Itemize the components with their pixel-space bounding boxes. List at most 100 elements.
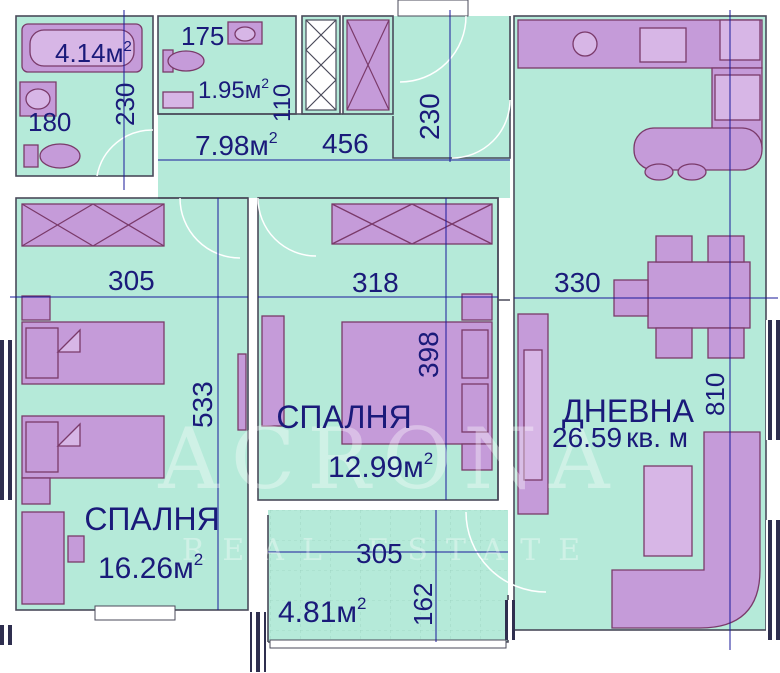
bedroom2-furniture xyxy=(261,293,493,471)
stove xyxy=(714,74,761,121)
double-bed-pillow-1 xyxy=(461,329,489,379)
dining xyxy=(517,235,751,515)
door-hall-bed1 xyxy=(179,197,241,259)
desk xyxy=(21,511,65,605)
dim-533: 533 xyxy=(187,381,218,428)
watermark-sub: REAL ESTATE xyxy=(182,533,598,568)
dim-162: 162 xyxy=(408,583,438,626)
wardrobe-bedroom1 xyxy=(21,203,165,247)
sofa-body xyxy=(611,431,761,629)
single-bed-2-pillow xyxy=(25,421,59,473)
toilet-tank xyxy=(23,144,39,168)
single-bed-1-fold xyxy=(56,328,81,353)
bedroom1-door-mark xyxy=(237,353,247,431)
chair-3 xyxy=(655,327,693,359)
storage-cross xyxy=(305,19,337,111)
living-name: ДНЕВНА xyxy=(562,393,695,429)
doors xyxy=(96,15,547,593)
entry-floor xyxy=(393,16,511,116)
wc-fixtures xyxy=(162,21,263,109)
dim-398: 398 xyxy=(413,331,444,378)
bar-stool-2 xyxy=(677,163,707,181)
dim-230b: 230 xyxy=(414,93,445,140)
desk-chair xyxy=(67,535,85,563)
kitchen-island xyxy=(633,127,763,171)
wardrobe-bedroom2-cross xyxy=(331,203,493,245)
bottom-wall-hatch-2 xyxy=(505,600,515,640)
closet-cross xyxy=(346,19,390,111)
dim-305a: 305 xyxy=(108,265,155,296)
bedroom1-name: СПАЛНЯ xyxy=(84,501,219,537)
bedroom2-walls xyxy=(257,197,499,501)
bedroom1-area: 16.26м2 xyxy=(98,550,203,585)
kitchen xyxy=(517,19,763,181)
dimension-labels: 175 110 230 180 456 230 305 318 330 533 … xyxy=(28,21,730,626)
dim-810: 810 xyxy=(700,373,730,416)
dim-456: 456 xyxy=(322,128,369,159)
wc-sink-basin xyxy=(234,26,256,42)
toilet-bowl xyxy=(39,143,81,169)
door-entry xyxy=(399,15,467,83)
left-wall-hatch xyxy=(0,340,14,500)
chair-1 xyxy=(655,235,693,263)
sofa xyxy=(611,431,761,629)
window-terrace xyxy=(269,639,507,649)
coffee-table xyxy=(643,465,693,557)
watermark: ACRONA REAL ESTATE xyxy=(157,410,621,568)
dim-175: 175 xyxy=(181,21,224,51)
bathroom-walls xyxy=(15,15,154,177)
fridge xyxy=(719,19,761,61)
right-wall-hatch-2 xyxy=(766,520,780,640)
sink-basin xyxy=(25,88,51,110)
outer-wall-hatches xyxy=(0,320,780,672)
window-bedroom1 xyxy=(94,605,176,621)
wardrobe-bedroom2 xyxy=(331,203,493,245)
dim-110: 110 xyxy=(269,84,296,122)
dim-230a: 230 xyxy=(110,83,140,126)
dimension-lines xyxy=(10,10,778,650)
tv-stand-inner xyxy=(523,349,543,481)
nightstand-2 xyxy=(21,477,51,505)
double-bed-pillow-2 xyxy=(461,383,489,433)
bedroom2-desk xyxy=(261,315,285,427)
door-hall-bed2 xyxy=(257,197,317,257)
nightstand-3 xyxy=(461,293,493,321)
wc-area: 1.95м2 xyxy=(198,75,269,104)
storage-units xyxy=(305,19,390,111)
wc-toilet-bowl xyxy=(167,50,205,72)
wardrobes xyxy=(21,203,493,247)
left-wall-hatch-2 xyxy=(0,625,16,645)
nightstand-1 xyxy=(21,295,51,321)
single-bed-1-pillow xyxy=(25,327,59,379)
kitchen-appliance xyxy=(572,31,598,57)
dim-180: 180 xyxy=(28,107,71,137)
wardrobe-bedroom1-cross xyxy=(21,203,165,247)
door-terrace xyxy=(465,511,547,593)
dim-330: 330 xyxy=(554,267,601,298)
bar-stool-1 xyxy=(644,163,674,181)
dining-table xyxy=(647,261,751,329)
watermark-brand: ACRONA xyxy=(157,410,621,508)
chair-2 xyxy=(707,235,745,263)
closet-walls xyxy=(342,15,394,115)
dim-305b: 305 xyxy=(356,538,403,569)
window-top xyxy=(397,0,469,17)
bathtub-inner xyxy=(29,29,135,67)
right-wall-hatch xyxy=(766,320,780,440)
bedroom2-area: 12.99м2 xyxy=(328,449,433,484)
bottom-wall-hatch xyxy=(250,612,266,672)
door-hall-bath xyxy=(96,129,154,177)
room-labels: 4.14м2 1.95м2 7.98м2 СПАЛНЯ 16.26м2 СПАЛ… xyxy=(55,38,695,629)
wc-boiler xyxy=(162,91,194,109)
terrace-area: 4.81м2 xyxy=(278,594,366,629)
bathroom-fixtures xyxy=(19,23,143,169)
hall-floor xyxy=(158,114,510,198)
kitchen-sink xyxy=(639,27,687,63)
hall-area: 7.98м2 xyxy=(195,130,278,161)
chair-4 xyxy=(707,327,745,359)
bedroom2-name: СПАЛНЯ xyxy=(276,399,411,435)
bathroom-area: 4.14м2 xyxy=(55,38,132,68)
single-bed-2-fold xyxy=(56,422,81,447)
